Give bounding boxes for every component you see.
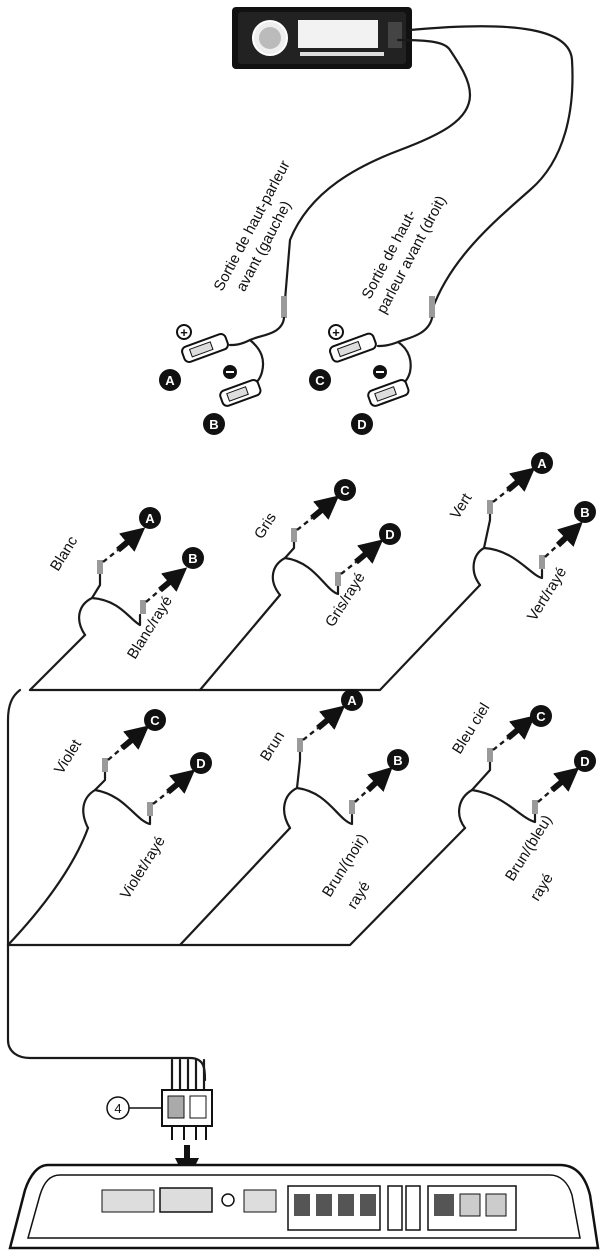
svg-text:B: B [393, 753, 402, 768]
head-cable-left [283, 38, 472, 302]
label-violet-raye: Violet/rayé [117, 833, 169, 902]
front-right-output: + C D [309, 296, 435, 435]
label-bleu-ciel: Bleu ciel [449, 700, 493, 757]
wire-group-brun: A B Brun Brun/(noir) rayé [257, 689, 409, 912]
svg-text:+: + [180, 325, 188, 340]
minus-connector-d [367, 378, 410, 407]
label-vert-raye: Vert/rayé [524, 564, 570, 624]
label-brun-noir-raye-2: rayé [344, 878, 374, 912]
label-gris-raye: Gris/rayé [322, 570, 369, 631]
wire-group-bleu-ciel: C D Bleu ciel Brun/(bleu) rayé [449, 700, 596, 904]
amplifier [8, 1163, 600, 1250]
badge-d: D [357, 417, 366, 432]
wire-group-vert: A B Vert Vert/rayé [447, 452, 596, 624]
front-right-label: Sortie de haut- parleur avant (droit) [359, 193, 450, 317]
label-brun-bleu-raye-2: rayé [527, 870, 557, 904]
head-unit [232, 7, 412, 69]
svg-text:A: A [537, 456, 547, 471]
front-left-output: + A B [159, 296, 287, 435]
svg-text:D: D [196, 756, 205, 771]
label-blanc-raye: Blanc/rayé [124, 593, 176, 662]
minus-connector-b [219, 378, 262, 407]
plus-icon [176, 324, 192, 340]
plus-icon [328, 324, 344, 340]
label-brun-bleu-raye-1: Brun/(bleu) [502, 812, 556, 884]
badge-a: A [165, 373, 175, 388]
label-gris: Gris [251, 510, 280, 542]
wire-group-blanc: A B Blanc Blanc/rayé [47, 507, 204, 662]
svg-text:C: C [340, 483, 350, 498]
svg-text:A: A [145, 511, 155, 526]
svg-text:+: + [332, 325, 340, 340]
wire-group-violet: C D Violet Violet/rayé [51, 709, 212, 902]
svg-text:B: B [580, 505, 589, 520]
front-left-label: Sortie de haut-parleur avant (gauche) [211, 158, 295, 295]
label-violet: Violet [51, 736, 86, 777]
svg-text:C: C [536, 709, 546, 724]
badge-c: C [315, 373, 325, 388]
label-vert: Vert [447, 490, 476, 522]
svg-text:C: C [150, 713, 160, 728]
plus-connector-c [328, 332, 377, 363]
svg-text:B: B [188, 551, 197, 566]
label-blanc: Blanc [47, 533, 82, 574]
svg-text:A: A [347, 693, 357, 708]
svg-text:D: D [580, 754, 589, 769]
plus-connector-a [181, 333, 229, 363]
part-number-4: 4 [114, 1101, 121, 1116]
label-brun: Brun [257, 728, 288, 764]
svg-text:D: D [385, 527, 394, 542]
wire-group-gris: C D Gris Gris/rayé [251, 479, 401, 630]
head-cable-right [408, 25, 574, 312]
harness-trunk [6, 688, 207, 1082]
harness-connector: 4 [106, 1058, 213, 1140]
badge-b: B [209, 417, 218, 432]
